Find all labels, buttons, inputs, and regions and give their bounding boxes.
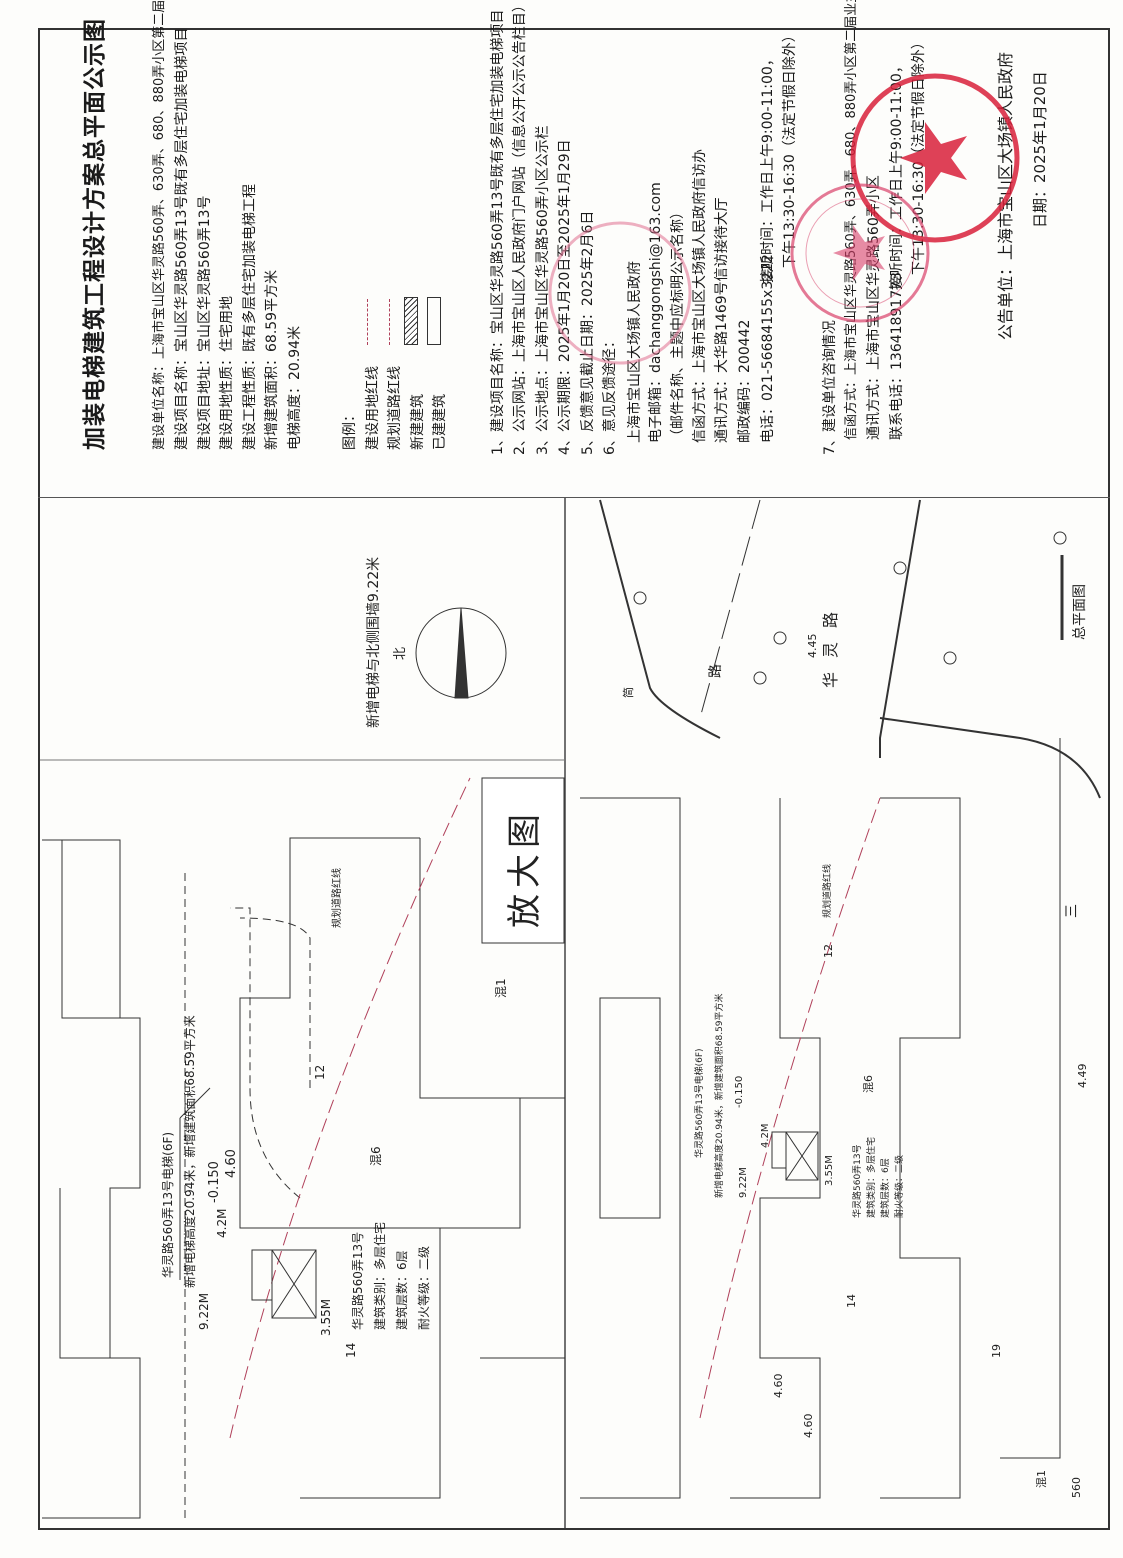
existing-buildings-row [42, 839, 141, 1519]
info-line: 建筑层数：6层 [394, 1250, 409, 1330]
building-info-upper: 华灵路560弄13号 建筑类别：多层住宅 建筑层数：6层 耐火等级：二级 [350, 1222, 431, 1330]
building-label: 简 [621, 687, 635, 698]
road-redline-label: 规划道路红线 [821, 864, 833, 918]
dim-label: 4.2M [760, 1123, 771, 1148]
new-elevator-lower [771, 1131, 819, 1181]
government-seal [850, 73, 1020, 243]
dim-label: 4.2M [215, 1209, 229, 1238]
elev-label: 4.60 [224, 1149, 239, 1178]
item7-title: 7、建设单位咨询情况 [822, 320, 838, 455]
road-name: 三 [1064, 904, 1080, 918]
info-line: 建设单位名称：上海市宝山区华灵路560弄、630弄、680、880弄小区第二届业… [152, 0, 167, 450]
number-label: 14 [845, 1294, 858, 1308]
existing-buildings-lower [580, 738, 1061, 1499]
info-line: 耐火等级：二级 [893, 1155, 905, 1218]
legend-swatch-road-redline [389, 299, 390, 345]
dim-label: 3.55M [319, 1299, 333, 1336]
elev-label: 4.60 [772, 1374, 785, 1399]
elev-label: -0.150 [207, 1161, 222, 1203]
info-line: 华灵路560弄13号 [350, 1232, 365, 1330]
legend-swatch-new-building [404, 297, 418, 345]
distance-note: 新增电梯与北侧围墙9.22米 [366, 557, 382, 728]
road-redline-label: 规划道路红线 [330, 868, 343, 928]
enlarge-label: 放大图 [505, 808, 545, 928]
info-line: 电梯高度：20.94米 [287, 325, 303, 450]
dim-label: 3.55M [824, 1155, 835, 1186]
page-title: 加装电梯建筑工程设计方案总平面公示图 [82, 18, 108, 450]
mixed-label: 混1 [1035, 1470, 1048, 1488]
legend-label: 新建建筑 [410, 394, 426, 450]
number-label: 14 [344, 1343, 358, 1358]
info-line: 建设项目地址：宝山区华灵路560弄13号 [197, 195, 213, 450]
elevator-label: 华灵路560弄13号电梯(6F) [160, 1132, 175, 1278]
info-line: 建筑层数：6层 [879, 1158, 891, 1218]
elev-label: -0.150 [734, 1076, 745, 1108]
mixed-label: 混1 [494, 978, 508, 998]
hualing-road [599, 499, 1101, 799]
dim-label: 9.22M [738, 1167, 749, 1198]
number-label: 19 [990, 1344, 1003, 1358]
dim-label: 9.22M [197, 1293, 211, 1330]
elev-label: 4.49 [1076, 1064, 1089, 1089]
elevator-note: 新增电梯高度20.94米，新增建筑面积68.59平方米 [713, 993, 725, 1198]
number-label: 12 [822, 944, 835, 958]
info-line: 建设用地性质：住宅用地 [219, 296, 235, 450]
notice-item: 1、建设项目名称：宝山区华灵路560弄13号既有多层住宅加装电梯项目 [490, 9, 506, 455]
legend-title: 图例： [342, 408, 358, 450]
info-line: 建设项目名称：宝山区华灵路560弄13号既有多层住宅加装电梯项目 [174, 27, 190, 450]
elev-label: 4.60 [802, 1414, 815, 1439]
feedback-line: 通讯方式：大华路1469号信访接待大厅 [714, 197, 730, 443]
site-plan-drawing: 放大图 新增电梯与北侧围墙9.22米 北 规划道路红线 华灵路560弄13号电梯… [40, 498, 1101, 1528]
notice-date: 日期：2025年1月20日 [1031, 71, 1049, 228]
info-line: 建筑类别：多层住宅 [372, 1222, 387, 1330]
elevator-note: 新增电梯高度20.94米，新增建筑面积68.59平方米 [182, 1015, 197, 1288]
faint-seal [548, 221, 692, 365]
feedback-hours: 接听时间：工作日上午9:00-11:00， [760, 52, 776, 283]
road-name: 华灵路 [821, 598, 840, 688]
notice-item: 2、公示网站：上海市宝山区人民政府门户网站（信息公开公示公告栏目） [512, 0, 528, 455]
legend-label: 已建建筑 [432, 394, 448, 450]
elevator-label: 华灵路560弄13号电梯(6F) [693, 1048, 705, 1158]
mixed-label: 混6 [862, 1075, 875, 1093]
info-line: 建筑类别：多层住宅 [865, 1137, 877, 1218]
legend-label: 建设用地红线 [365, 366, 381, 450]
north-label: 北 [393, 647, 408, 660]
existing-buildings-upper [239, 837, 565, 1499]
info-line: 新增建筑面积：68.59平方米 [264, 269, 280, 450]
road-name: 路 [708, 664, 724, 678]
info-line: 华灵路560弄13号 [851, 1144, 863, 1218]
info-line: 耐火等级：二级 [417, 1246, 431, 1330]
info-line: 建设工程性质：既有多层住宅加装电梯工程 [242, 184, 258, 450]
number-label: 12 [313, 1065, 327, 1080]
legend-swatch-existing-building [427, 297, 441, 345]
building-info-lower: 华灵路560弄13号 建筑类别：多层住宅 建筑层数：6层 耐火等级：二级 [851, 1137, 905, 1218]
legend-swatch-redline [367, 299, 368, 345]
plan-label: 总平面图 [1072, 584, 1088, 640]
new-elevator-upper [251, 1249, 317, 1319]
owners-committee-seal [790, 183, 930, 323]
elev-label: 4.45 [806, 634, 819, 659]
manhole-symbols [633, 531, 1067, 685]
number-label: 560 [1070, 1477, 1083, 1498]
legend-label: 规划道路红线 [387, 366, 403, 450]
feedback-line: 邮政编码：200442 [737, 319, 753, 443]
mixed-label: 混6 [369, 1146, 383, 1166]
